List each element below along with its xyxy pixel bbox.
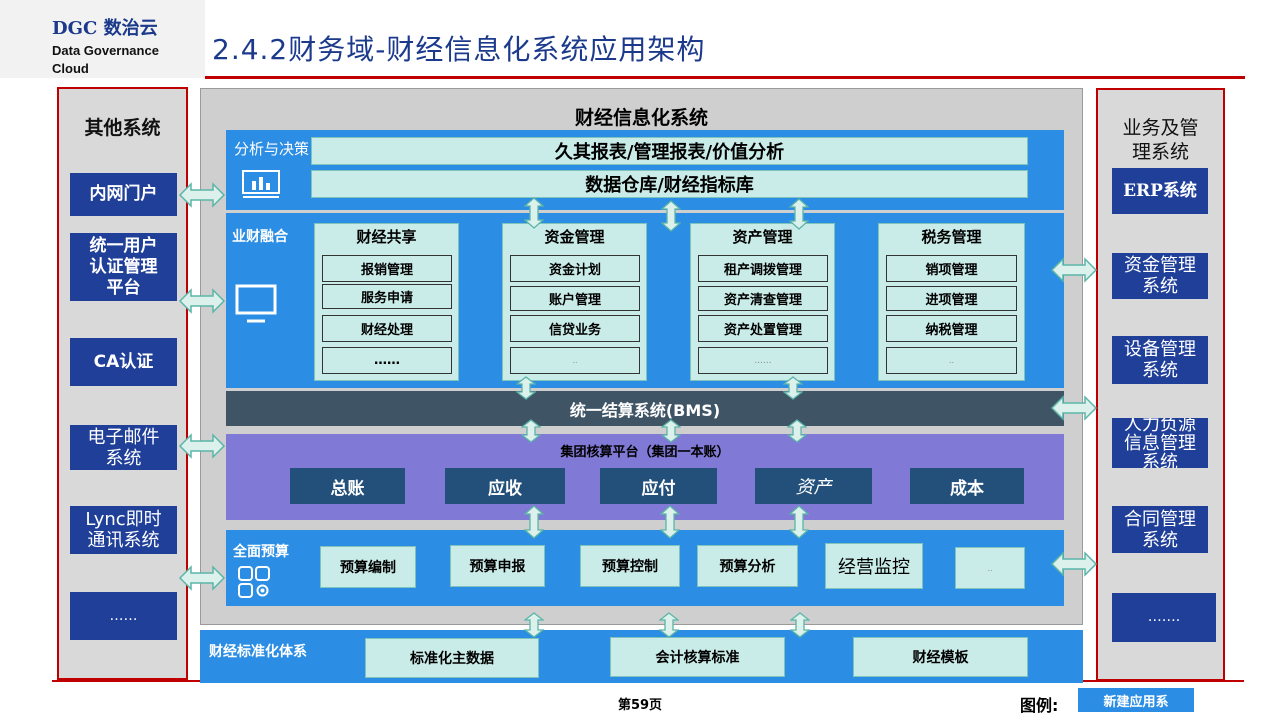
vertical-arrow-icon bbox=[660, 505, 680, 539]
double-arrow-icon bbox=[1050, 394, 1098, 422]
card-item[interactable]: 纳税管理 bbox=[886, 315, 1017, 342]
right-item-hr[interactable]: 人力负源 信息管理 系统 bbox=[1112, 418, 1208, 468]
card-item[interactable]: 资金计划 bbox=[510, 255, 640, 282]
logo bbox=[0, 0, 205, 78]
card-asset-mgmt-title: 资产管理 bbox=[732, 228, 793, 246]
left-panel-title: 其他系统 bbox=[84, 117, 161, 139]
vertical-arrow-icon bbox=[790, 612, 810, 638]
vertical-arrow-icon bbox=[659, 612, 679, 638]
logo-brand: DGC 数治云 bbox=[52, 18, 158, 39]
right-panel-title: 业务及管 理系统 bbox=[1122, 117, 1199, 163]
card-item[interactable]: 进项管理 bbox=[886, 286, 1017, 311]
page-title: 2.4.2财务域-财经信息化系统应用架构 bbox=[212, 33, 706, 66]
acct-cost[interactable]: 成本 bbox=[910, 468, 1024, 504]
logo-line1: Data Governance bbox=[52, 43, 159, 58]
acct-payable[interactable]: 应付 bbox=[600, 468, 717, 504]
left-item-more[interactable]: …… bbox=[70, 592, 177, 640]
right-item-erp[interactable]: ERP系统 bbox=[1112, 168, 1208, 214]
vertical-arrow-icon bbox=[524, 197, 544, 229]
left-item-unified-auth[interactable]: 统一用户 认证管理 平台 bbox=[70, 233, 177, 301]
left-item-intranet-portal[interactable]: 内网门户 bbox=[70, 173, 177, 216]
vertical-arrow-icon bbox=[783, 376, 803, 400]
right-item-more[interactable]: ……. bbox=[1112, 593, 1216, 642]
vertical-arrow-icon bbox=[789, 198, 809, 230]
std-master-data[interactable]: 标准化主数据 bbox=[365, 638, 539, 678]
budget-control[interactable]: 预算控制 bbox=[580, 545, 680, 587]
left-item-lync[interactable]: Lync即时 通讯系统 bbox=[70, 506, 177, 554]
operation-monitor[interactable]: 经营监控 bbox=[825, 543, 923, 589]
logo-line2: Cloud bbox=[52, 61, 89, 76]
apps-grid-icon bbox=[237, 565, 273, 603]
double-arrow-icon bbox=[178, 432, 226, 460]
right-item-fund-mgmt[interactable]: 资金管理 系统 bbox=[1112, 253, 1208, 299]
double-arrow-icon bbox=[1050, 550, 1098, 578]
card-finance-sharing-title: 财经共享 bbox=[356, 228, 417, 246]
acct-general-ledger[interactable]: 总账 bbox=[290, 468, 405, 504]
analysis-label: 分析与决策 bbox=[234, 140, 310, 158]
report-analysis-bar[interactable]: 久其报表/管理报表/价值分析 bbox=[311, 137, 1028, 165]
monitor-icon bbox=[233, 283, 279, 331]
vertical-arrow-icon bbox=[524, 505, 544, 539]
card-item[interactable]: 报销管理 bbox=[322, 255, 452, 282]
title-underline bbox=[205, 76, 1245, 79]
vertical-arrow-icon bbox=[524, 612, 544, 638]
left-item-ca-auth[interactable]: CA认证 bbox=[70, 338, 177, 386]
std-accounting-standard[interactable]: 会计核算标准 bbox=[610, 637, 785, 677]
double-arrow-icon bbox=[178, 181, 226, 209]
vertical-arrow-icon bbox=[516, 376, 536, 400]
vertical-arrow-icon bbox=[661, 419, 681, 443]
double-arrow-icon bbox=[1050, 256, 1098, 284]
card-fund-mgmt-title: 资金管理 bbox=[544, 228, 605, 246]
double-arrow-icon bbox=[178, 564, 226, 592]
card-item[interactable]: 资产清查管理 bbox=[698, 286, 828, 311]
fusion-label: 业财融合 bbox=[232, 229, 288, 245]
left-item-email-system[interactable]: 电子邮件 系统 bbox=[70, 425, 177, 470]
settlement-system-bar[interactable]: 统一结算系统(BMS) bbox=[226, 391, 1064, 426]
card-item[interactable]: 账户管理 bbox=[510, 286, 640, 311]
card-item[interactable]: 资产处置管理 bbox=[698, 315, 828, 342]
vertical-arrow-icon bbox=[521, 419, 541, 443]
budget-analysis[interactable]: 预算分析 bbox=[697, 545, 798, 587]
data-warehouse-bar[interactable]: 数据仓库/财经指标库 bbox=[311, 170, 1028, 198]
accounting-platform-title: 集团核算平台（集团一本账） bbox=[560, 445, 730, 460]
vertical-arrow-icon bbox=[789, 505, 809, 539]
card-item[interactable]: 租产调拨管理 bbox=[698, 255, 828, 282]
card-item[interactable]: 销项管理 bbox=[886, 255, 1017, 282]
legend-label: 图例: bbox=[1020, 696, 1059, 715]
card-item[interactable]: .. bbox=[510, 347, 640, 374]
page-number: 第59页 bbox=[617, 698, 663, 713]
right-item-contract[interactable]: 合同管理 系统 bbox=[1112, 506, 1208, 553]
standardization-label: 财经标准化体系 bbox=[209, 644, 307, 660]
budget-more[interactable]: .. bbox=[955, 547, 1025, 589]
card-tax-mgmt-title: 税务管理 bbox=[921, 228, 982, 246]
budget-label: 全面预算 bbox=[233, 544, 289, 560]
budget-declare[interactable]: 预算申报 bbox=[450, 545, 545, 587]
right-item-equipment[interactable]: 设备管理 系统 bbox=[1112, 336, 1208, 384]
double-arrow-icon bbox=[178, 287, 226, 315]
legend-new-app: 新建应用系 bbox=[1078, 688, 1194, 712]
vertical-arrow-icon bbox=[787, 419, 807, 443]
chart-icon bbox=[240, 168, 282, 204]
std-finance-template[interactable]: 财经模板 bbox=[853, 637, 1028, 677]
acct-assets[interactable]: 资产 bbox=[755, 468, 872, 504]
card-item[interactable]: 财经处理 bbox=[322, 315, 452, 342]
card-item[interactable]: ...... bbox=[698, 347, 828, 374]
finance-system-title: 财经信息化系统 bbox=[574, 107, 708, 129]
card-item[interactable]: …… bbox=[322, 347, 452, 374]
vertical-arrow-icon bbox=[661, 200, 681, 232]
card-item[interactable]: .. bbox=[886, 347, 1017, 374]
card-item[interactable]: 信贷业务 bbox=[510, 315, 640, 342]
acct-receivable[interactable]: 应收 bbox=[445, 468, 565, 504]
budget-compile[interactable]: 预算编制 bbox=[320, 546, 416, 588]
card-item[interactable]: 服务申请 bbox=[322, 284, 452, 309]
